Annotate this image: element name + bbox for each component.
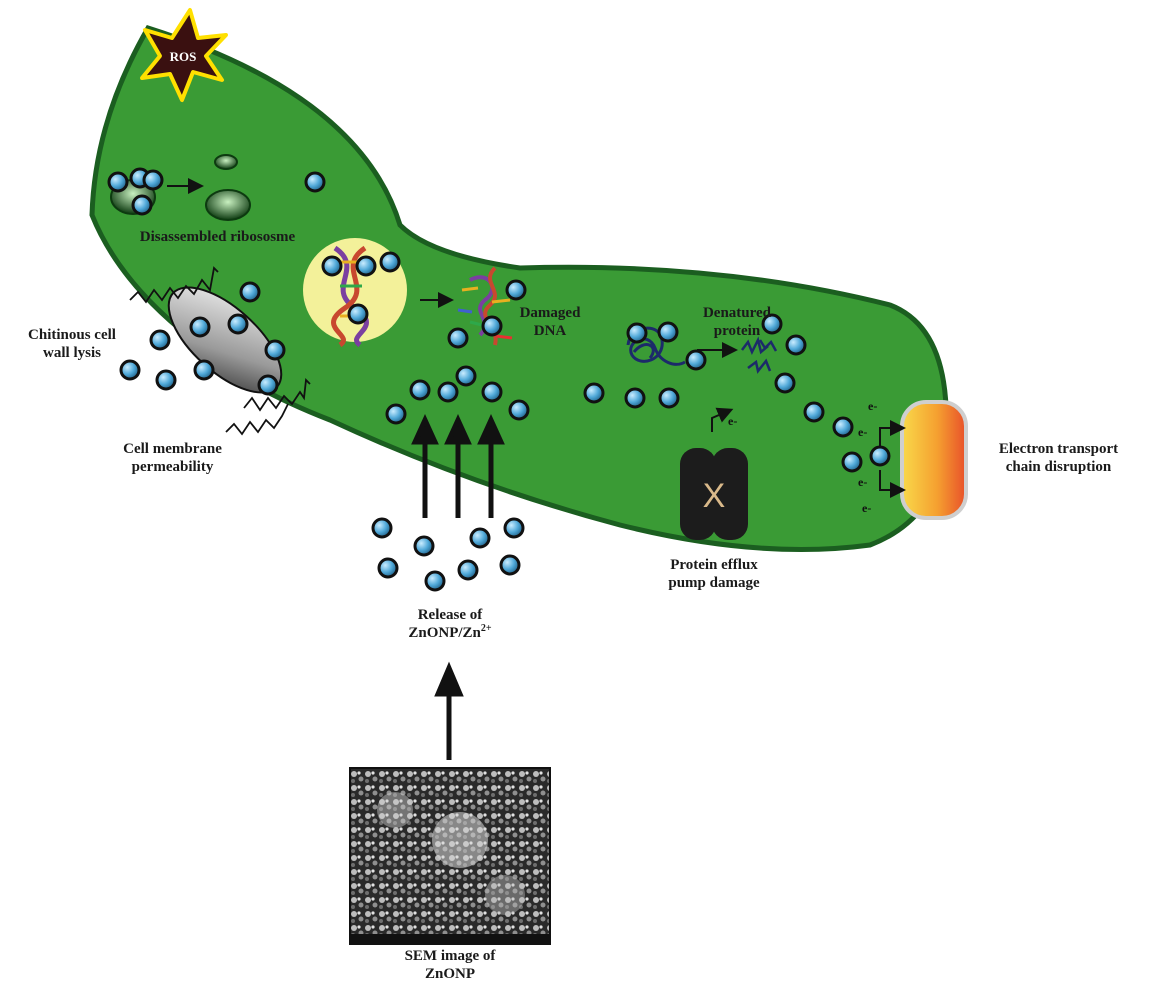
sem-image (350, 768, 550, 944)
zno-particle (505, 519, 523, 537)
zno-particle (306, 173, 324, 191)
sem-to-release-arrow (438, 668, 460, 760)
ros-label: ROS (170, 49, 197, 64)
zno-particle (449, 329, 467, 347)
zno-particle (776, 374, 794, 392)
zno-particle (787, 336, 805, 354)
zno-particle (133, 196, 151, 214)
zno-particle (483, 383, 501, 401)
etc-electron-label-4: e- (862, 501, 871, 515)
efflux-x-mark: X (703, 477, 726, 515)
zno-particle (834, 418, 852, 436)
zno-particle (687, 351, 705, 369)
zno-particle (439, 383, 457, 401)
zno-particle (459, 561, 477, 579)
efflux-pump-label: Protein efflux pump damage (644, 556, 784, 592)
zno-particle (415, 537, 433, 555)
zno-particle (426, 572, 444, 590)
zno-particle (660, 389, 678, 407)
denatured-protein-label: Denatured protein (692, 304, 782, 340)
zno-particle (379, 559, 397, 577)
etc-electron-label-2: e- (858, 425, 867, 439)
etc-disruption-label: Electron transport chain disruption (976, 440, 1141, 476)
zno-particle (357, 257, 375, 275)
efflux-electron-label: e- (728, 414, 737, 428)
zno-particle (626, 389, 644, 407)
zno-particle (659, 323, 677, 341)
zno-particle (109, 173, 127, 191)
zno-particle (805, 403, 823, 421)
zno-particle (259, 376, 277, 394)
zno-particle (457, 367, 475, 385)
zno-particle (241, 283, 259, 301)
zno-particle (501, 556, 519, 574)
zno-particle (157, 371, 175, 389)
zno-particle (229, 315, 247, 333)
sem-label: SEM image of ZnONP (375, 947, 525, 983)
zno-particle (323, 257, 341, 275)
etc-electron-label-1: e- (868, 399, 877, 413)
cell-membrane-label: Cell membrane permeability (100, 440, 245, 476)
zno-particle (266, 341, 284, 359)
membrane-zigzag (226, 404, 288, 434)
zno-particle (381, 253, 399, 271)
zno-particle (483, 317, 501, 335)
zno-particle (510, 401, 528, 419)
zno-particle (151, 331, 169, 349)
zno-particle (871, 447, 889, 465)
etc-complex-icon (902, 402, 966, 518)
zno-particle (195, 361, 213, 379)
zno-particle (411, 381, 429, 399)
zno-particle (373, 519, 391, 537)
zno-particle (628, 324, 646, 342)
zno-particle (191, 318, 209, 336)
zno-particle (349, 305, 367, 323)
damaged-dna-label: Damaged DNA (510, 304, 590, 340)
release-superscript: 2+ (481, 623, 492, 634)
zno-particle (471, 529, 489, 547)
release-label: Release of ZnONP/Zn2+ (375, 606, 525, 642)
zno-particle (387, 405, 405, 423)
etc-electron-label-3: e- (858, 475, 867, 489)
zno-particle (144, 171, 162, 189)
zno-particle (507, 281, 525, 299)
zno-particle (843, 453, 861, 471)
disassembled-ribosome-label: Disassembled ribososme (110, 228, 325, 246)
zno-particle (121, 361, 139, 379)
zno-particle (585, 384, 603, 402)
chitinous-cell-wall-label: Chitinous cell wall lysis (12, 326, 132, 362)
